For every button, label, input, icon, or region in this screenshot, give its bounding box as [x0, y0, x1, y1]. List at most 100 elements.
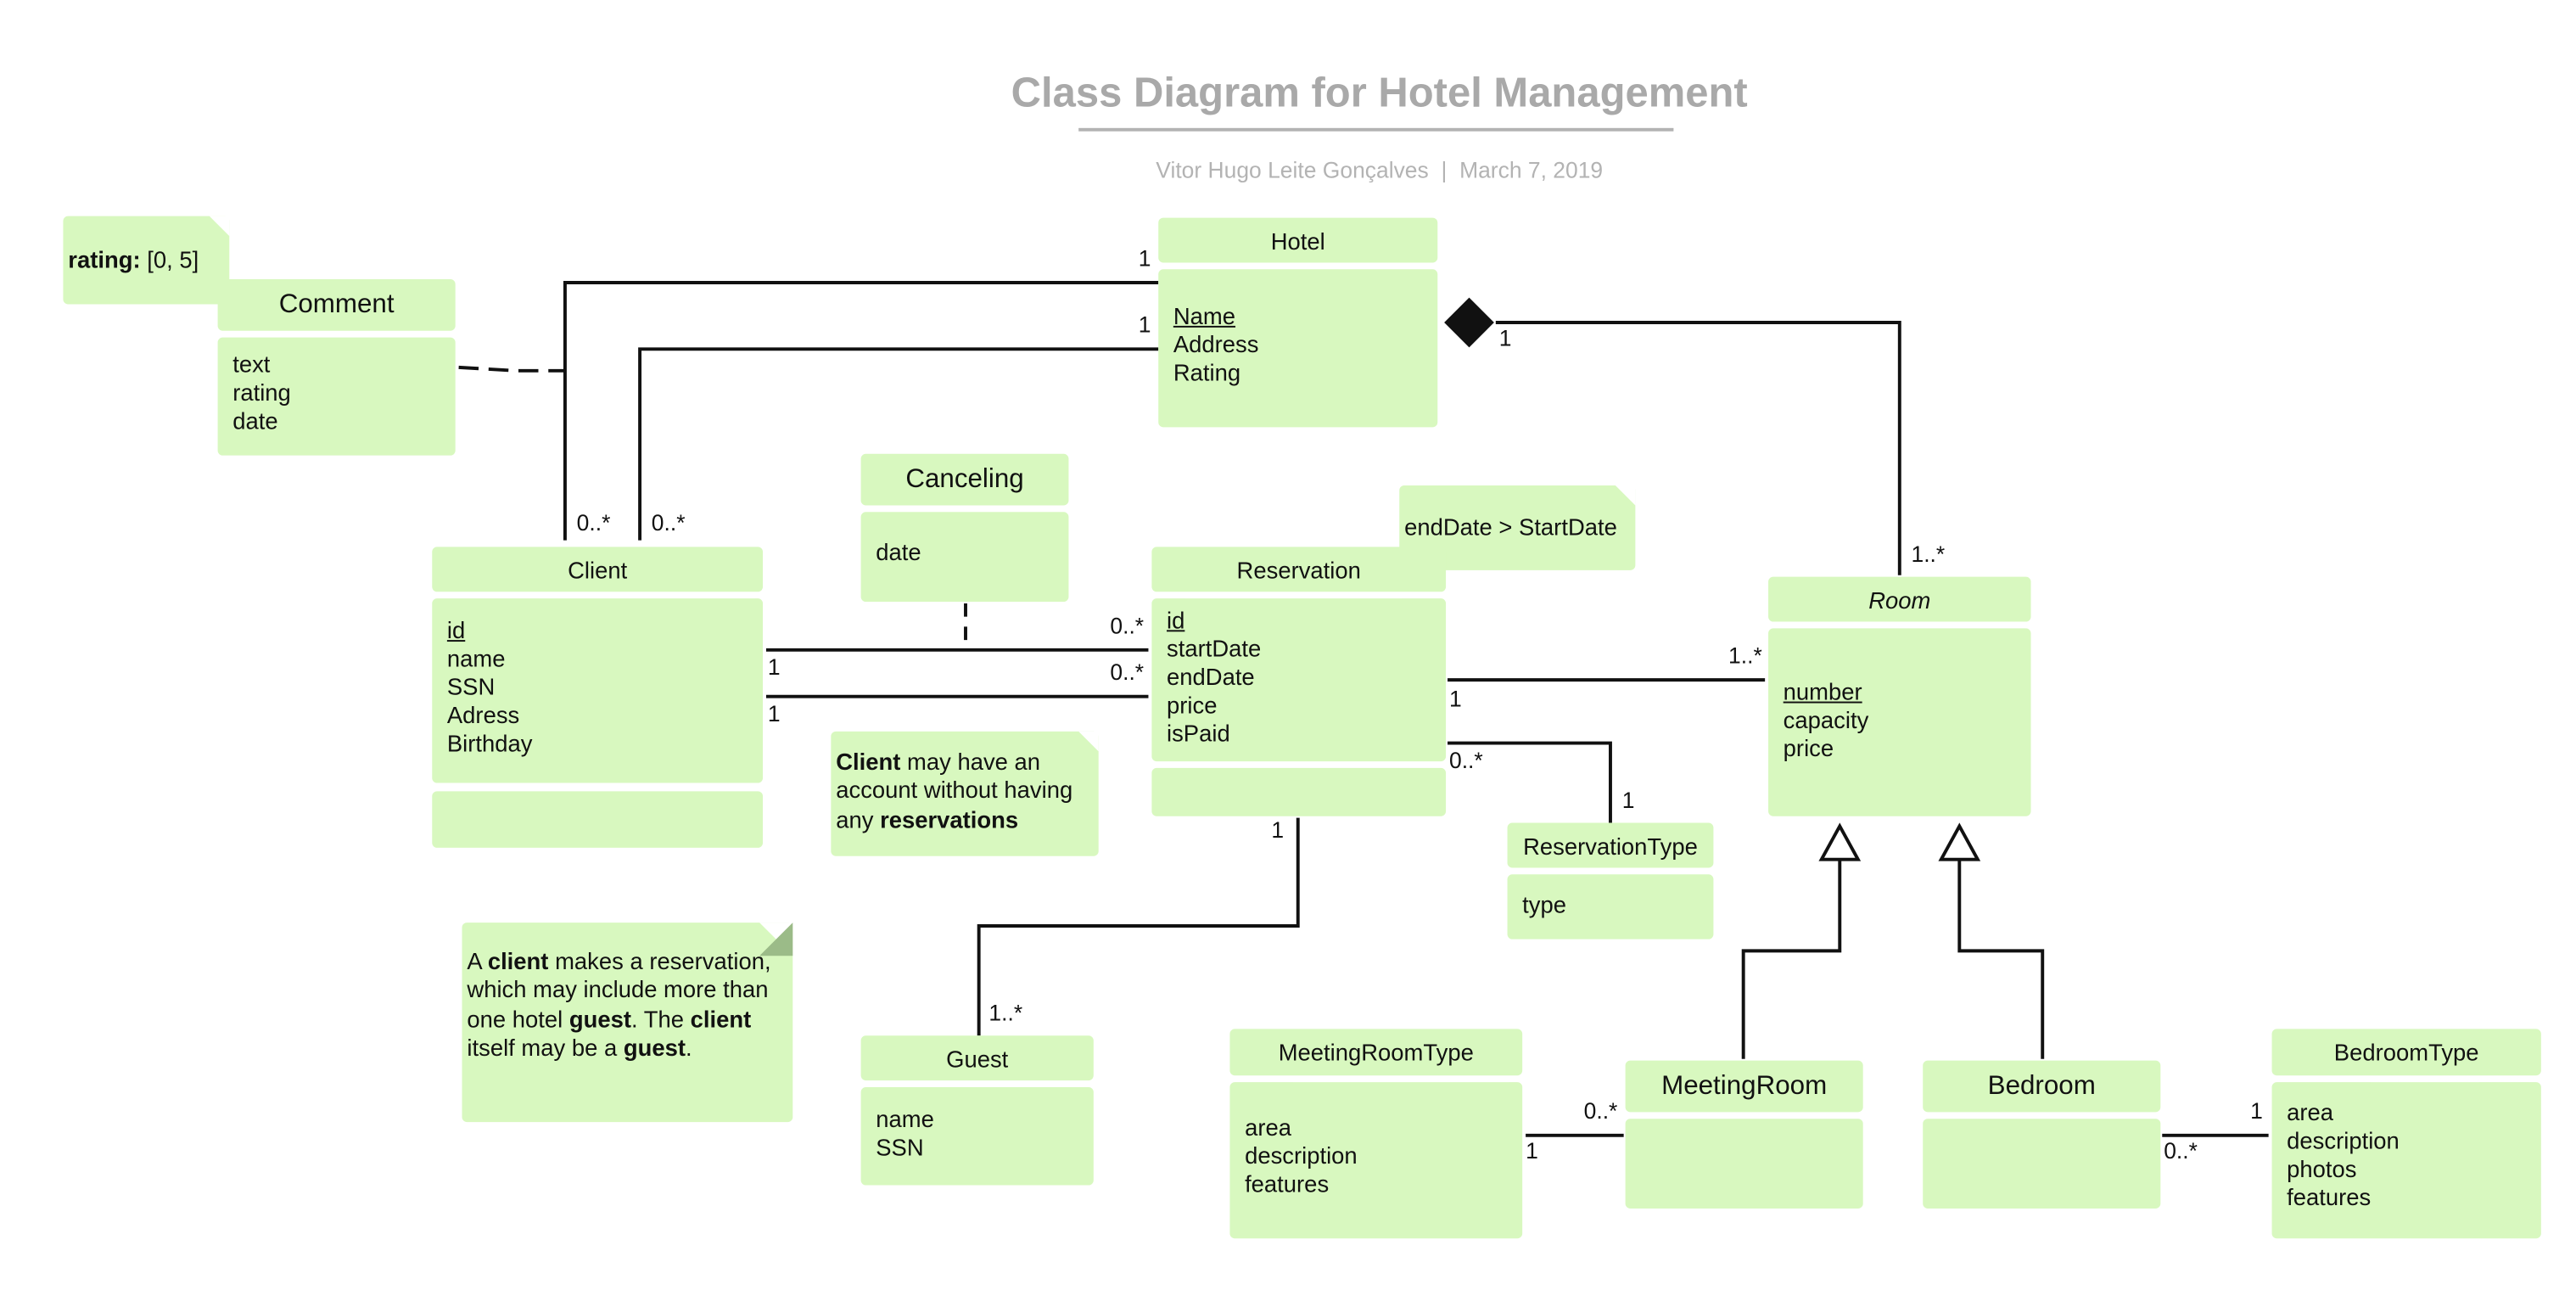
class-bedroom-type-header: BedroomType	[2271, 1029, 2541, 1076]
attribute: name	[876, 1105, 934, 1132]
generalization-arrow-meetingroom	[1818, 822, 1862, 861]
mult-client-reservation-a: 1	[767, 654, 781, 681]
class-name: Hotel	[1270, 227, 1325, 254]
mult-reservation-client-a: 0..*	[1110, 613, 1145, 639]
class-hotel[interactable]: Hotel Name Address Rating	[1158, 217, 1438, 428]
class-hotel-header: Hotel	[1158, 217, 1438, 263]
class-room-attributes: number capacity price	[1768, 628, 2031, 816]
mult-guest-reservation: 1..*	[988, 1001, 1023, 1026]
class-guest-attributes: name SSN	[860, 1086, 1094, 1186]
note-client-account: Client may have an account without havin…	[831, 731, 1099, 856]
class-name: Canceling	[905, 464, 1024, 493]
attribute: id	[1167, 606, 1185, 634]
class-name: MeetingRoomType	[1278, 1039, 1474, 1066]
class-client-header: Client	[432, 547, 764, 592]
composition-diamond	[1444, 297, 1494, 348]
composition-hotel-room	[1495, 321, 1901, 575]
class-hotel-attributes: Name Address Rating	[1158, 269, 1438, 428]
class-name: Reservation	[1236, 556, 1361, 583]
generalization-arrow-bedroom	[1938, 822, 1981, 861]
mult-reservation-guest: 1	[1271, 817, 1285, 844]
class-meeting-room-attributes	[1625, 1119, 1863, 1209]
mult-mrt-meetingroom: 1	[1526, 1138, 1538, 1164]
class-comment[interactable]: Comment text rating date	[217, 279, 456, 456]
class-client-attributes: id name SSN Adress Birthday	[432, 598, 764, 783]
class-comment-attributes: text rating date	[217, 337, 456, 456]
mult-bedroom-bedroomtype: 0..*	[2164, 1138, 2198, 1164]
class-bedroom-attributes	[1923, 1119, 2161, 1209]
attribute: photos	[2287, 1155, 2357, 1182]
attribute: Address	[1173, 330, 1259, 358]
mult-client-comment: 0..*	[576, 510, 611, 536]
assoc-reservation-type	[1448, 741, 1612, 823]
class-reservation[interactable]: Reservation id startDate endDate price i…	[1151, 547, 1447, 816]
attribute: isPaid	[1167, 720, 1230, 747]
class-name: MeetingRoom	[1661, 1071, 1828, 1100]
title-underline	[1078, 127, 1674, 132]
subtitle-separator: |	[1441, 158, 1448, 183]
mult-hotel-comment: 1	[1138, 245, 1151, 272]
class-client[interactable]: Client id name SSN Adress Birthday	[432, 547, 764, 848]
diagram-date: March 7, 2019	[1459, 158, 1604, 183]
attribute: price	[1783, 734, 1834, 762]
attribute: description	[2287, 1126, 2400, 1154]
class-canceling-attributes: date	[860, 512, 1069, 603]
mult-hotel-client: 1	[1138, 312, 1151, 338]
class-meeting-room-type[interactable]: MeetingRoomType area description feature…	[1229, 1029, 1523, 1239]
attribute: Adress	[446, 701, 520, 728]
diagram-subtitle: Vitor Hugo Leite Gonçalves | March 7, 20…	[881, 158, 1878, 182]
class-bedroom-type[interactable]: BedroomType area description photos feat…	[2271, 1029, 2541, 1239]
attribute: endDate	[1167, 663, 1255, 690]
mult-bedroomtype-bedroom: 1	[2250, 1098, 2263, 1125]
attribute: Birthday	[446, 729, 533, 757]
note-client-reservation: A client makes a reservation, which may …	[462, 923, 793, 1123]
class-reservation-operations	[1151, 767, 1447, 816]
attribute: date	[876, 538, 921, 565]
class-reservation-attributes: id startDate endDate price isPaid	[1151, 598, 1447, 762]
mult-reservation-type: 0..*	[1448, 748, 1483, 773]
class-name: Room	[1868, 586, 1931, 613]
mult-reservation-client-b: 0..*	[1110, 659, 1145, 685]
assoc-class-comment-link	[458, 365, 565, 373]
class-reservation-type[interactable]: ReservationType type	[1507, 822, 1714, 939]
class-meeting-room[interactable]: MeetingRoom	[1625, 1060, 1863, 1209]
attribute: rating	[232, 379, 291, 406]
class-meeting-room-header: MeetingRoom	[1625, 1060, 1863, 1113]
attribute: Rating	[1173, 359, 1241, 386]
note-rating-constraint: rating: [0, 5]	[63, 216, 230, 305]
attribute: type	[1522, 890, 1567, 918]
attribute: description	[1245, 1141, 1358, 1169]
mult-client-reservation-b: 1	[767, 701, 781, 726]
attribute: price	[1167, 691, 1218, 719]
class-name: Client	[568, 556, 628, 583]
class-guest[interactable]: Guest name SSN	[860, 1035, 1094, 1186]
class-name: BedroomType	[2333, 1039, 2479, 1066]
attribute: startDate	[1167, 635, 1262, 662]
class-bedroom-type-attributes: area description photos features	[2271, 1082, 2541, 1239]
class-canceling-header: Canceling	[860, 453, 1069, 506]
class-name: Comment	[278, 289, 395, 319]
class-canceling[interactable]: Canceling date	[860, 453, 1069, 603]
class-reservation-type-header: ReservationType	[1507, 822, 1714, 868]
class-meeting-room-type-attributes: area description features	[1229, 1082, 1523, 1239]
class-name: Bedroom	[1987, 1071, 2096, 1100]
attribute: SSN	[446, 673, 496, 700]
class-reservation-type-attributes: type	[1507, 874, 1714, 939]
generalization-meetingroom-room	[1741, 859, 1842, 1059]
mult-hotel-room: 1	[1498, 325, 1512, 351]
attribute: number	[1783, 678, 1862, 705]
attribute: text	[232, 351, 271, 378]
diagram-title: Class Diagram for Hotel Management	[1011, 70, 1748, 117]
attribute: id	[446, 616, 466, 644]
class-name: ReservationType	[1523, 832, 1698, 859]
class-room-header: Room	[1768, 576, 2031, 622]
class-name: Guest	[946, 1045, 1009, 1072]
class-comment-header: Comment	[217, 279, 456, 331]
attribute: features	[2287, 1183, 2372, 1210]
class-bedroom[interactable]: Bedroom	[1923, 1060, 2161, 1209]
class-room[interactable]: Room number capacity price	[1768, 576, 2031, 816]
class-reservation-header: Reservation	[1151, 547, 1447, 592]
attribute: area	[2287, 1098, 2334, 1126]
